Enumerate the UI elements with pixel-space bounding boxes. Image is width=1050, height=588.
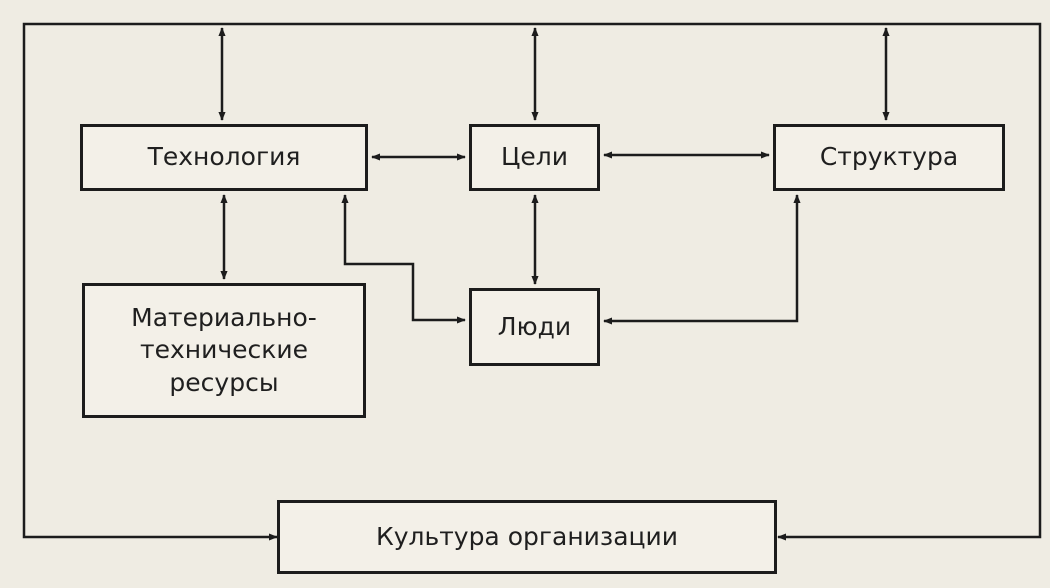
label-material-resources: Материально- технические ресурсы (131, 302, 317, 397)
outer-frame-line (22, 22, 1042, 541)
box-goals: Цели (469, 124, 600, 191)
box-material-resources: Материально- технические ресурсы (82, 283, 366, 418)
arrow-people-structure (603, 194, 801, 325)
label-technology: Технология (147, 142, 301, 172)
label-structure: Структура (819, 142, 959, 172)
label-organization-culture: Культура организации (375, 521, 679, 551)
box-technology: Технология (80, 124, 368, 191)
arrow-technology-people (341, 194, 466, 324)
label-goals: Цели (500, 142, 569, 172)
box-structure: Структура (773, 124, 1005, 191)
label-people: Люди (497, 311, 572, 341)
box-people: Люди (469, 288, 600, 366)
box-organization-culture: Культура организации (277, 500, 777, 574)
